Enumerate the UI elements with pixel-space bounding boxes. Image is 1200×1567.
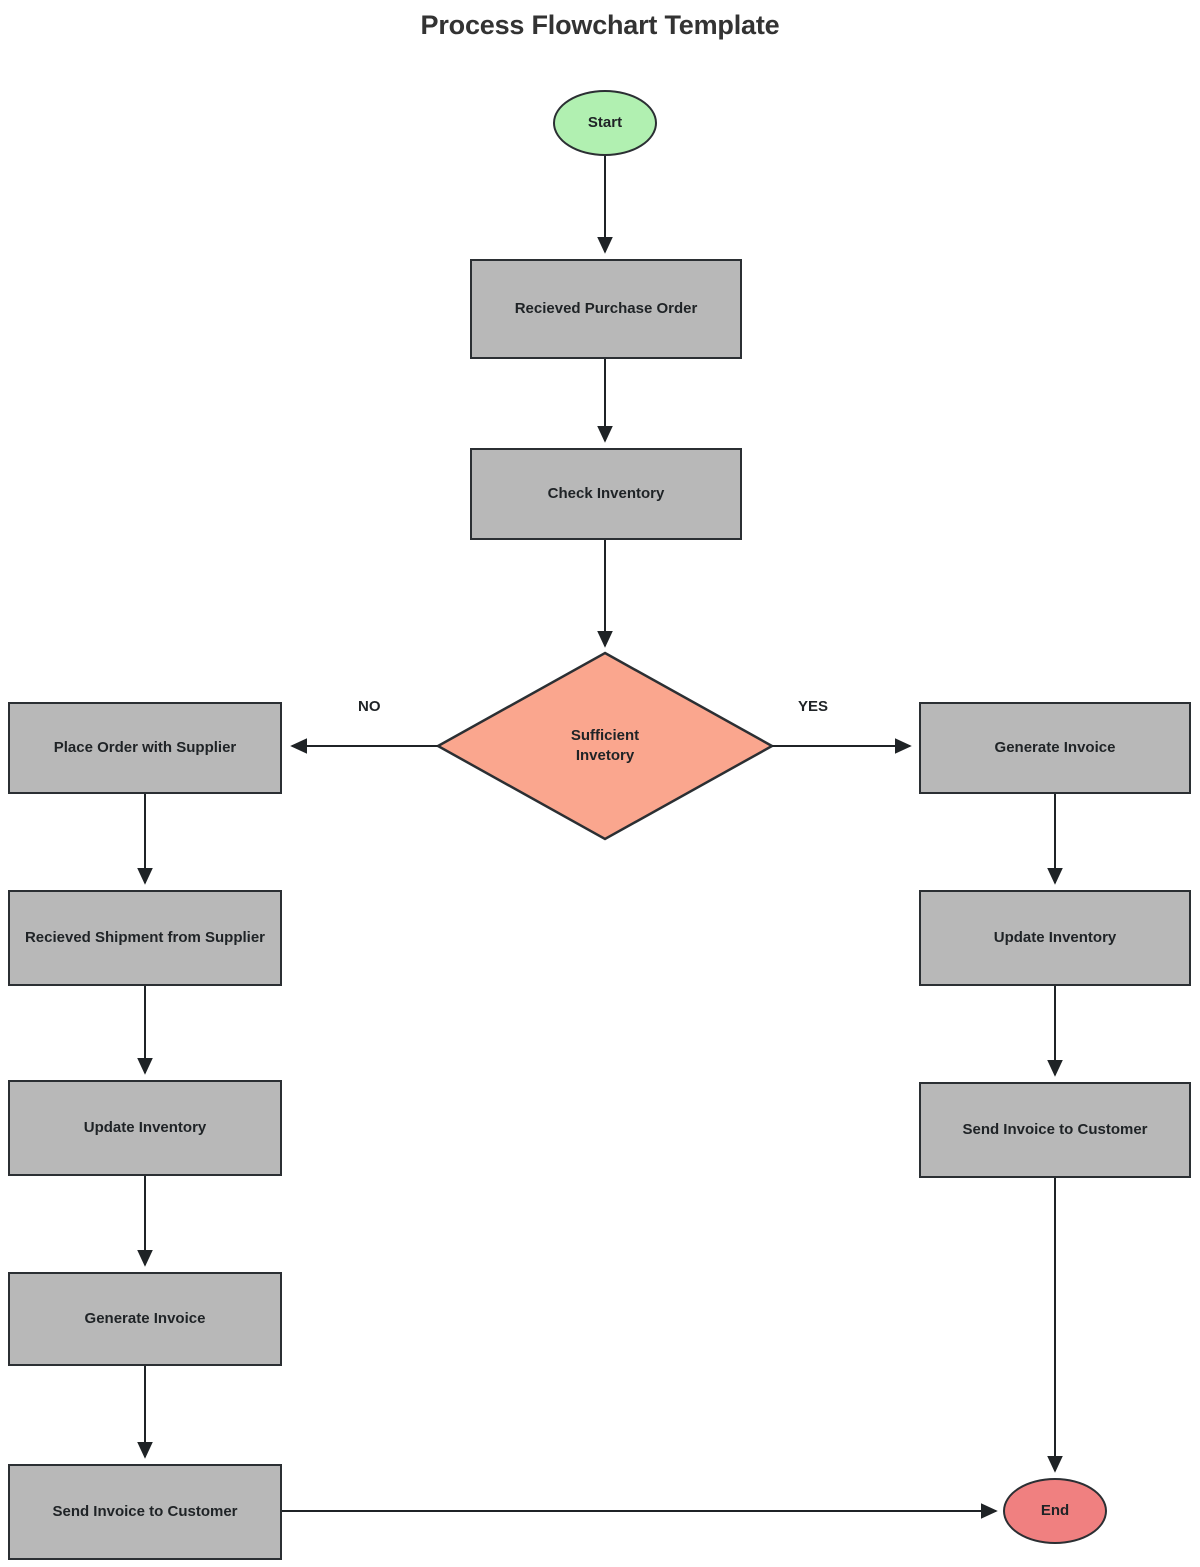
node-update-inventory-right-label: Update Inventory (993, 928, 1117, 946)
node-generate-invoice-right[interactable]: Generate Invoice (919, 702, 1191, 794)
node-end[interactable]: End (1003, 1478, 1107, 1544)
node-update-inventory-left[interactable]: Update Inventory (8, 1080, 282, 1176)
node-send-invoice-to-customer-left-label: Send Invoice to Customer (52, 1502, 238, 1520)
node-update-inventory-right[interactable]: Update Inventory (919, 890, 1191, 986)
node-generate-invoice-left[interactable]: Generate Invoice (8, 1272, 282, 1366)
node-place-order-with-supplier[interactable]: Place Order with Supplier (8, 702, 282, 794)
node-recieved-shipment-from-supplier[interactable]: Recieved Shipment from Supplier (8, 890, 282, 986)
page-title: Process Flowchart Template (420, 10, 780, 40)
node-recieved-purchase-order[interactable]: Recieved Purchase Order (470, 259, 742, 359)
decision-diamond-shape[interactable] (435, 651, 775, 841)
node-generate-invoice-right-label: Generate Invoice (994, 738, 1116, 756)
node-place-order-with-supplier-label: Place Order with Supplier (53, 738, 237, 756)
node-recieved-shipment-from-supplier-label: Recieved Shipment from Supplier (24, 928, 266, 946)
node-end-label: End (1040, 1501, 1070, 1519)
edge-label-yes: YES (798, 698, 829, 715)
node-recieved-purchase-order-label: Recieved Purchase Order (514, 299, 698, 317)
node-start-label: Start (587, 113, 623, 131)
node-generate-invoice-left-label: Generate Invoice (84, 1309, 206, 1327)
node-start[interactable]: Start (553, 90, 657, 156)
edge-label-no: NO (358, 698, 381, 715)
node-send-invoice-to-customer-left[interactable]: Send Invoice to Customer (8, 1464, 282, 1560)
node-check-inventory[interactable]: Check Inventory (470, 448, 742, 540)
node-send-invoice-to-customer-right[interactable]: Send Invoice to Customer (919, 1082, 1191, 1178)
node-update-inventory-left-label: Update Inventory (83, 1118, 207, 1136)
node-check-inventory-label: Check Inventory (547, 484, 665, 502)
node-send-invoice-to-customer-right-label: Send Invoice to Customer (962, 1120, 1148, 1138)
